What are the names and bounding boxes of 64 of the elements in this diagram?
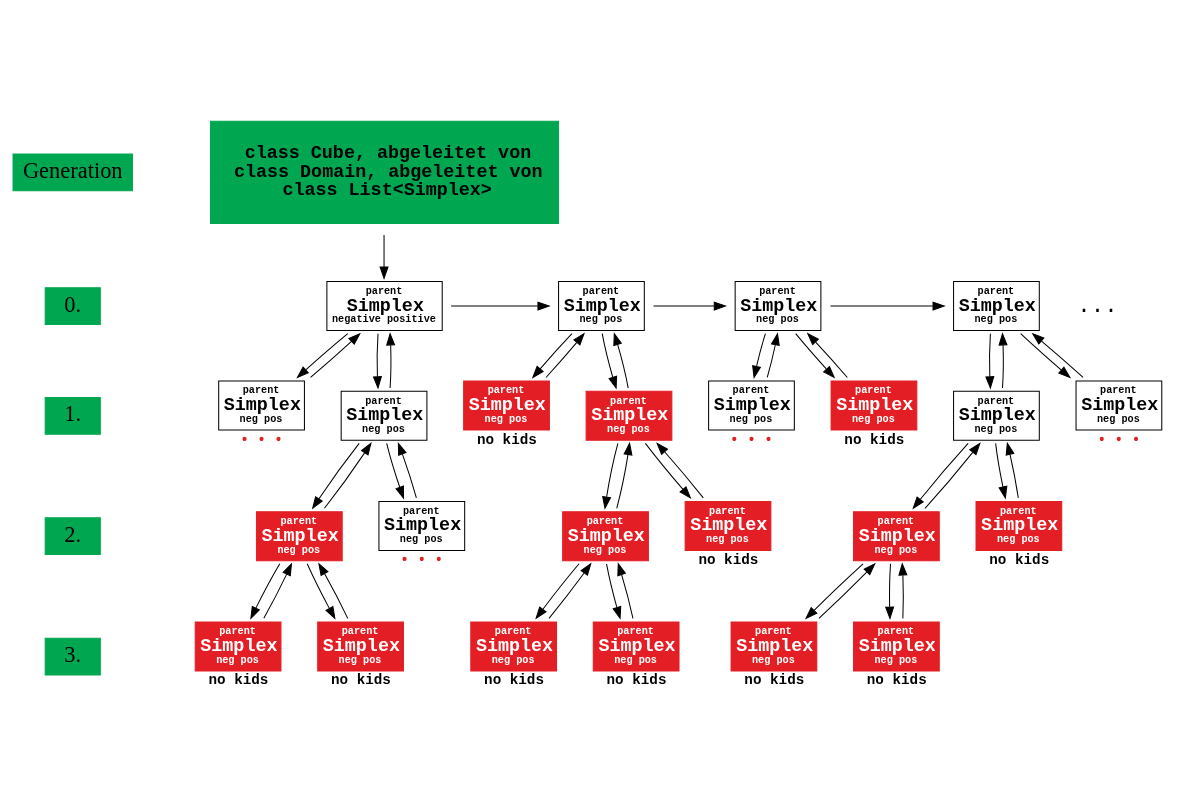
arrow: [818, 562, 876, 619]
arrow: [924, 442, 981, 509]
arrow: [318, 562, 349, 619]
arrow: [656, 442, 704, 499]
arrow: [372, 333, 383, 390]
node-label: no kids: [484, 672, 544, 689]
label: Generation: [22, 158, 123, 184]
arrow: [535, 563, 580, 620]
arrow: [898, 562, 908, 619]
arrow: [752, 333, 766, 379]
arrow: [616, 441, 633, 509]
label: 0.: [64, 291, 82, 317]
arrow: [617, 562, 634, 619]
arrow: [766, 332, 780, 378]
arrow: [830, 301, 946, 311]
arrow: [531, 333, 573, 379]
arrow: [985, 333, 995, 390]
node-label: no kids: [330, 672, 391, 689]
node-label: no kids: [698, 551, 759, 568]
node-label: • • •: [730, 431, 773, 448]
arrow: [386, 442, 404, 500]
arrow: [602, 442, 619, 510]
arrow: [545, 332, 585, 378]
arrow: [912, 442, 969, 510]
label: 1.: [64, 401, 82, 427]
node-label: no kids: [866, 672, 927, 689]
arrow: [311, 442, 360, 510]
arrow: [1005, 441, 1019, 499]
node-label: • • •: [1097, 431, 1141, 448]
arrow: [606, 563, 622, 620]
node-label: no kids: [989, 551, 1050, 568]
node-label: no kids: [476, 431, 537, 448]
arrow: [601, 333, 618, 390]
arrow: [998, 332, 1008, 389]
node-label: no kids: [844, 431, 905, 448]
arrow: [1020, 333, 1072, 379]
arrow: [548, 562, 592, 619]
arrow: [323, 442, 372, 509]
arrow: [995, 442, 1008, 500]
arrow: [795, 333, 836, 379]
arrow: [1031, 332, 1084, 378]
arrow: [263, 562, 293, 619]
arrow: [386, 332, 396, 389]
node-label: no kids: [744, 672, 805, 689]
node-label: no kids: [208, 672, 269, 689]
label: 2.: [64, 521, 82, 547]
arrow: [296, 333, 349, 379]
label: ...: [1077, 292, 1118, 319]
arrow: [450, 301, 551, 311]
arrow: [379, 234, 389, 280]
arrow: [306, 563, 336, 620]
arrow: [806, 332, 848, 378]
arrow: [613, 332, 629, 389]
arrow: [884, 563, 895, 620]
node-label: • • •: [400, 551, 444, 568]
arrow: [644, 442, 692, 500]
arrow: [250, 563, 281, 620]
label: 3.: [64, 642, 82, 668]
arrow: [653, 301, 728, 311]
arrow: [804, 563, 864, 620]
arrow: [310, 332, 361, 378]
node-label: no kids: [606, 672, 667, 689]
node-label: • • •: [240, 431, 283, 448]
arrow: [397, 441, 417, 499]
